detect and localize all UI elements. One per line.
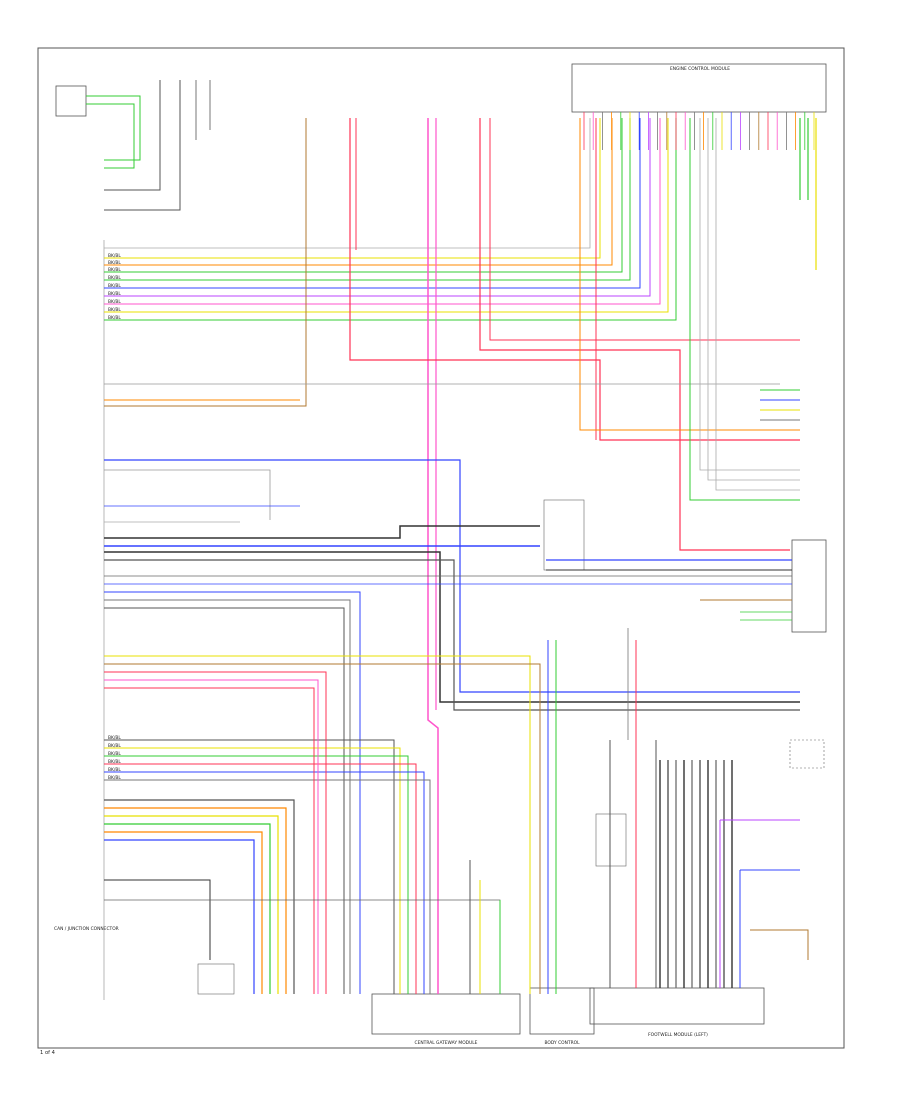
wire-101 [104,831,263,994]
wire-label: BK/BL [108,260,121,266]
wire-13 [104,118,651,297]
wire-2 [86,95,141,161]
wire-87 [104,763,417,994]
lower-left-component [197,963,235,995]
wire-78 [707,118,800,481]
wire-65 [104,559,800,711]
wire-62 [104,525,540,539]
wire-119 [750,929,809,960]
wire-88 [104,771,425,994]
page-number-label: 1 of 4 [40,1050,56,1056]
wire-94 [104,687,315,994]
wire-label: BK/BL [108,291,121,297]
wire-label: BK/BL [108,299,121,305]
body-control-box [529,987,595,1035]
left-module-label: CAN / JUNCTION CONNECTOR [54,926,119,932]
wire-label-group: BK/BLBK/BLBK/BLBK/BLBK/BLBK/BLBK/BLBK/BL… [108,253,121,781]
wire-54 [579,118,800,431]
body-control-label: BODY CONTROL [544,1040,580,1046]
wire-label: BK/BL [108,283,121,289]
wire-93 [104,679,319,994]
footwell-module-label: FOOTWELL MODULE (LEFT) [648,1032,708,1038]
wire-102 [104,839,255,994]
right-lower-component [789,739,825,769]
wire-label: BK/BL [108,775,121,781]
header-module-label: ENGINE CONTROL MODULE [670,66,730,72]
wire-104 [104,899,501,994]
wire-51 [479,118,790,551]
wire-4 [104,80,161,191]
wire-8 [104,118,601,259]
wire-label: BK/BL [108,253,121,259]
wire-label: BK/BL [108,735,121,741]
wire-11 [104,118,631,281]
wire-3 [86,103,135,169]
wire-10 [104,118,623,273]
wire-64 [104,551,800,703]
wire-76 [689,118,800,501]
wire-74 [104,599,351,994]
wire-label: BK/BL [108,307,121,313]
wire-73 [104,591,361,994]
wire-14 [104,118,661,305]
wire-5 [104,80,181,211]
wire-91 [104,663,541,994]
wire-12 [104,118,641,289]
wire-label: BK/BL [108,759,121,765]
wire-99 [104,815,279,994]
wire-86 [104,755,409,994]
wire-label: BK/BL [108,267,121,273]
wire-47 [427,118,439,994]
wire-label: BK/BL [108,275,121,281]
wire-17 [104,118,591,249]
wire-label: BK/BL [108,751,121,757]
page-frame [37,47,845,1049]
wire-92 [104,671,327,994]
central-gateway-label: CENTRAL GATEWAY MODULE [415,1040,478,1046]
wire-15 [104,118,669,313]
wire-89 [104,779,431,994]
wire-label: BK/BL [108,315,121,321]
right-component-box [791,539,827,633]
wire-84 [104,739,395,994]
wire-79 [715,118,800,491]
footwell-module-box [589,987,765,1025]
wire-98 [104,807,287,994]
wire-100 [104,823,271,994]
wire-59 [104,469,271,520]
wire-75 [104,607,345,994]
wire-group [86,80,817,1000]
wire-103 [104,879,211,960]
wire-85 [104,747,401,994]
relay-box [595,813,627,867]
wire-label: BK/BL [108,767,121,773]
wire-77 [699,118,800,471]
wire-97 [104,799,295,994]
wire-49 [349,118,800,441]
wire-9 [104,118,613,266]
wire-55 [104,118,307,407]
left-connector-box [55,85,87,117]
wire-label: BK/BL [108,743,121,749]
wire-16 [104,118,677,321]
engine-control-module-box [571,63,827,113]
wire-90 [104,655,531,994]
wire-52 [489,118,800,341]
central-gateway-module-box [371,993,521,1035]
